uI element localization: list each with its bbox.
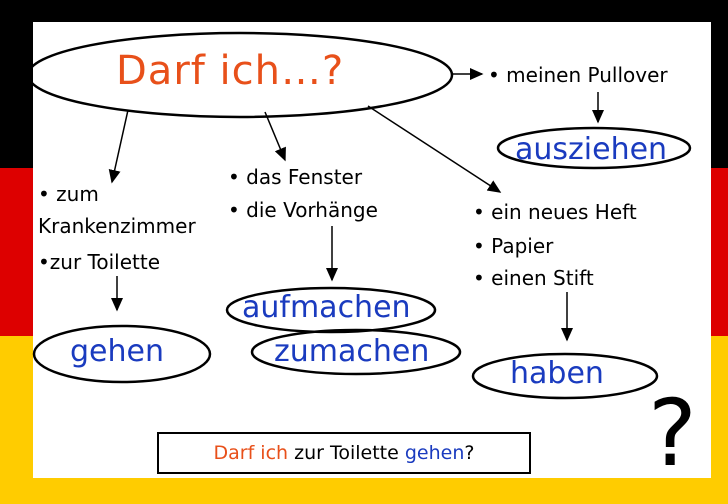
question-mark: ? (648, 380, 697, 487)
window-item-line1: • das Fenster (228, 165, 363, 189)
ausziehen-ellipse (496, 126, 692, 170)
haben-ellipse (471, 352, 659, 400)
notebook-item-line1: • ein neues Heft (473, 200, 637, 224)
verb-haben: haben (510, 356, 604, 391)
pullover-item: • meinen Pullover (488, 63, 668, 87)
title-ellipse (26, 31, 454, 119)
title-text: Darf ich…? (116, 48, 345, 94)
sentence-part3: gehen (404, 442, 465, 464)
toilet-item-line3: •zur Toilette (38, 250, 161, 274)
verb-gehen: gehen (70, 334, 164, 369)
zumachen-ellipse (250, 328, 462, 376)
aufmachen-ellipse (225, 286, 437, 334)
verb-ausziehen: ausziehen (515, 132, 668, 167)
toilet-item-line2: Krankenzimmer (38, 214, 196, 238)
example-sentence-box: Darf ich zur Toilette gehen? (157, 432, 531, 474)
sentence-part2: zur Toilette (288, 442, 405, 464)
arrow-title-to-notebook (367, 105, 502, 193)
verb-aufmachen: aufmachen (242, 290, 411, 325)
notebook-item-line3: • einen Stift (473, 266, 594, 290)
gehen-ellipse (32, 324, 212, 384)
sentence-part4: ? (464, 442, 475, 464)
arrow-title-to-toilet (108, 109, 129, 184)
window-item-line2: • die Vorhänge (228, 198, 378, 222)
sentence-part1: Darf ich (213, 442, 289, 464)
toilet-item-line1: • zum (38, 182, 99, 206)
verb-zumachen: zumachen (274, 334, 430, 369)
notebook-item-line2: • Papier (473, 234, 554, 258)
arrow-title-to-window (264, 111, 286, 162)
